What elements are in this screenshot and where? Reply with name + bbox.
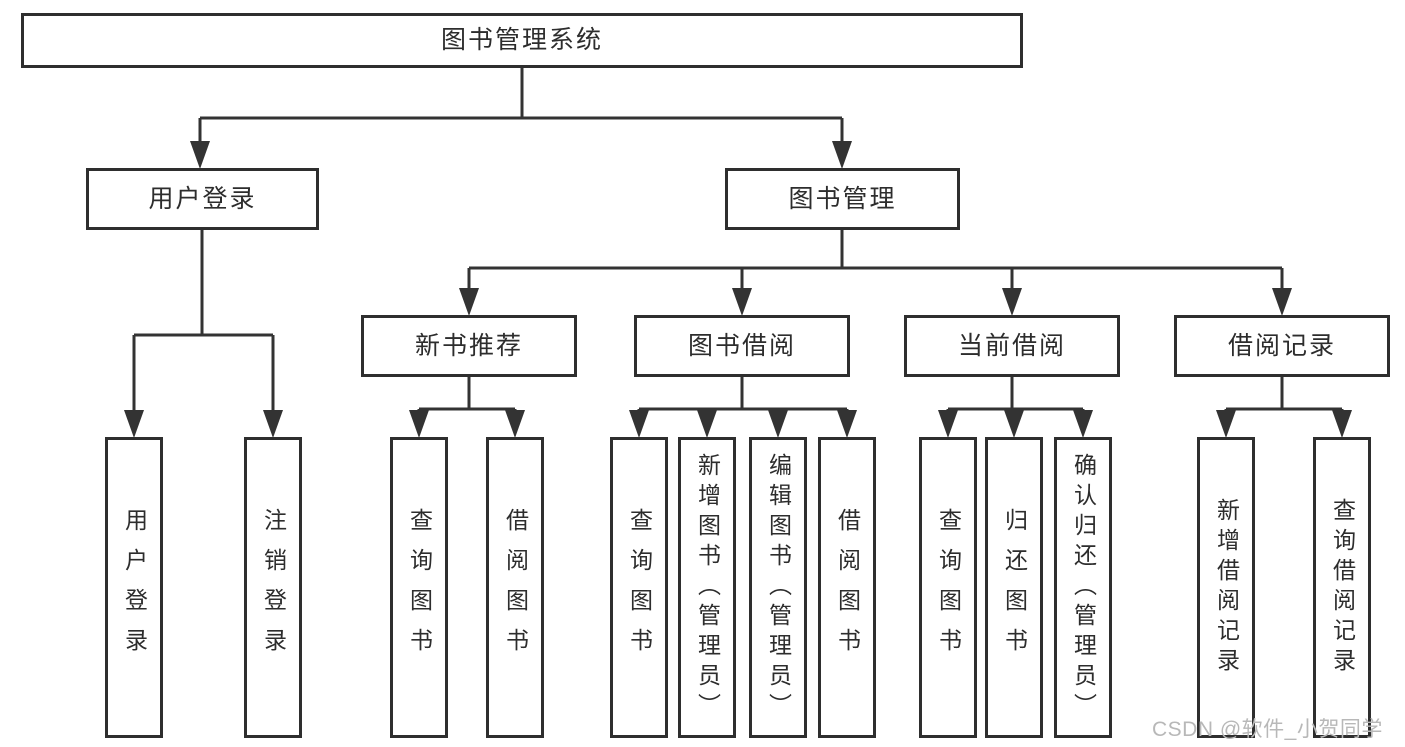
arrow-down-icon <box>1004 410 1024 438</box>
node-leaf-borrow-books: 借阅图书 <box>818 437 876 738</box>
node-label: 编辑图书（管理员） <box>765 452 792 723</box>
node-label: 注销登录 <box>260 507 287 668</box>
node-current-borrowing: 当前借阅 <box>904 315 1120 377</box>
node-label: 用户登录 <box>148 184 257 213</box>
node-leaf-edit-book-admin: 编辑图书（管理员） <box>749 437 807 738</box>
arrow-down-icon <box>629 410 649 438</box>
arrow-down-icon <box>768 410 788 438</box>
node-book-borrowing: 图书借阅 <box>634 315 850 377</box>
node-label: 确认归还（管理员） <box>1070 452 1097 723</box>
node-root: 图书管理系统 <box>21 13 1023 68</box>
branch-lines <box>132 68 1344 412</box>
arrow-down-icon <box>505 410 525 438</box>
arrow-down-icon <box>1073 410 1093 438</box>
node-label: 新增借阅记录 <box>1213 497 1240 678</box>
node-leaf-add-book-admin: 新增图书（管理员） <box>678 437 736 738</box>
arrow-down-icon <box>1332 410 1352 438</box>
node-leaf-query-books-recommend: 查询图书 <box>390 437 448 738</box>
node-leaf-add-borrow-record: 新增借阅记录 <box>1197 437 1255 738</box>
arrow-down-icon <box>1002 288 1022 316</box>
node-label: 新书推荐 <box>414 331 523 360</box>
node-label: 图书管理 <box>788 184 897 213</box>
node-leaf-user-login: 用户登录 <box>105 437 163 738</box>
arrow-down-icon <box>1272 288 1292 316</box>
node-label: 查询图书 <box>935 507 962 668</box>
arrow-down-icon <box>837 410 857 438</box>
arrow-down-icon <box>263 410 283 438</box>
node-label: 用户登录 <box>121 507 148 668</box>
arrow-down-icon <box>732 288 752 316</box>
node-leaf-confirm-return-admin: 确认归还（管理员） <box>1054 437 1112 738</box>
node-new-book-recommend: 新书推荐 <box>361 315 577 377</box>
arrow-down-icon <box>938 410 958 438</box>
node-leaf-query-books-borrowing: 查询图书 <box>610 437 668 738</box>
arrow-down-icon <box>459 288 479 316</box>
node-label: 查询图书 <box>626 507 653 668</box>
node-user-login: 用户登录 <box>86 168 319 230</box>
arrow-down-icon <box>1216 410 1236 438</box>
node-leaf-query-borrow-record: 查询借阅记录 <box>1313 437 1371 738</box>
node-label: 借阅记录 <box>1227 331 1336 360</box>
arrow-down-icon <box>697 410 717 438</box>
node-leaf-logout: 注销登录 <box>244 437 302 738</box>
arrow-down-icon <box>409 410 429 438</box>
watermark: CSDN @软件_小贺同学 <box>1152 718 1383 741</box>
node-label: 新增图书（管理员） <box>694 452 721 723</box>
node-leaf-query-books-current: 查询图书 <box>919 437 977 738</box>
arrow-down-icon <box>190 141 210 169</box>
node-label: 当前借阅 <box>957 331 1066 360</box>
node-label: 借阅图书 <box>834 507 861 668</box>
node-label: 图书管理系统 <box>440 26 603 54</box>
node-label: 借阅图书 <box>502 507 529 668</box>
node-label: 查询图书 <box>406 507 433 668</box>
node-label: 查询借阅记录 <box>1329 497 1356 678</box>
node-label: 图书借阅 <box>687 331 796 360</box>
node-leaf-borrow-books-recommend: 借阅图书 <box>486 437 544 738</box>
node-book-management: 图书管理 <box>725 168 960 230</box>
arrow-down-icon <box>832 141 852 169</box>
node-borrow-records: 借阅记录 <box>1174 315 1390 377</box>
node-label: 归还图书 <box>1001 507 1028 668</box>
node-leaf-return-book: 归还图书 <box>985 437 1043 738</box>
arrow-down-icon <box>124 410 144 438</box>
arrowheads <box>124 141 1352 438</box>
